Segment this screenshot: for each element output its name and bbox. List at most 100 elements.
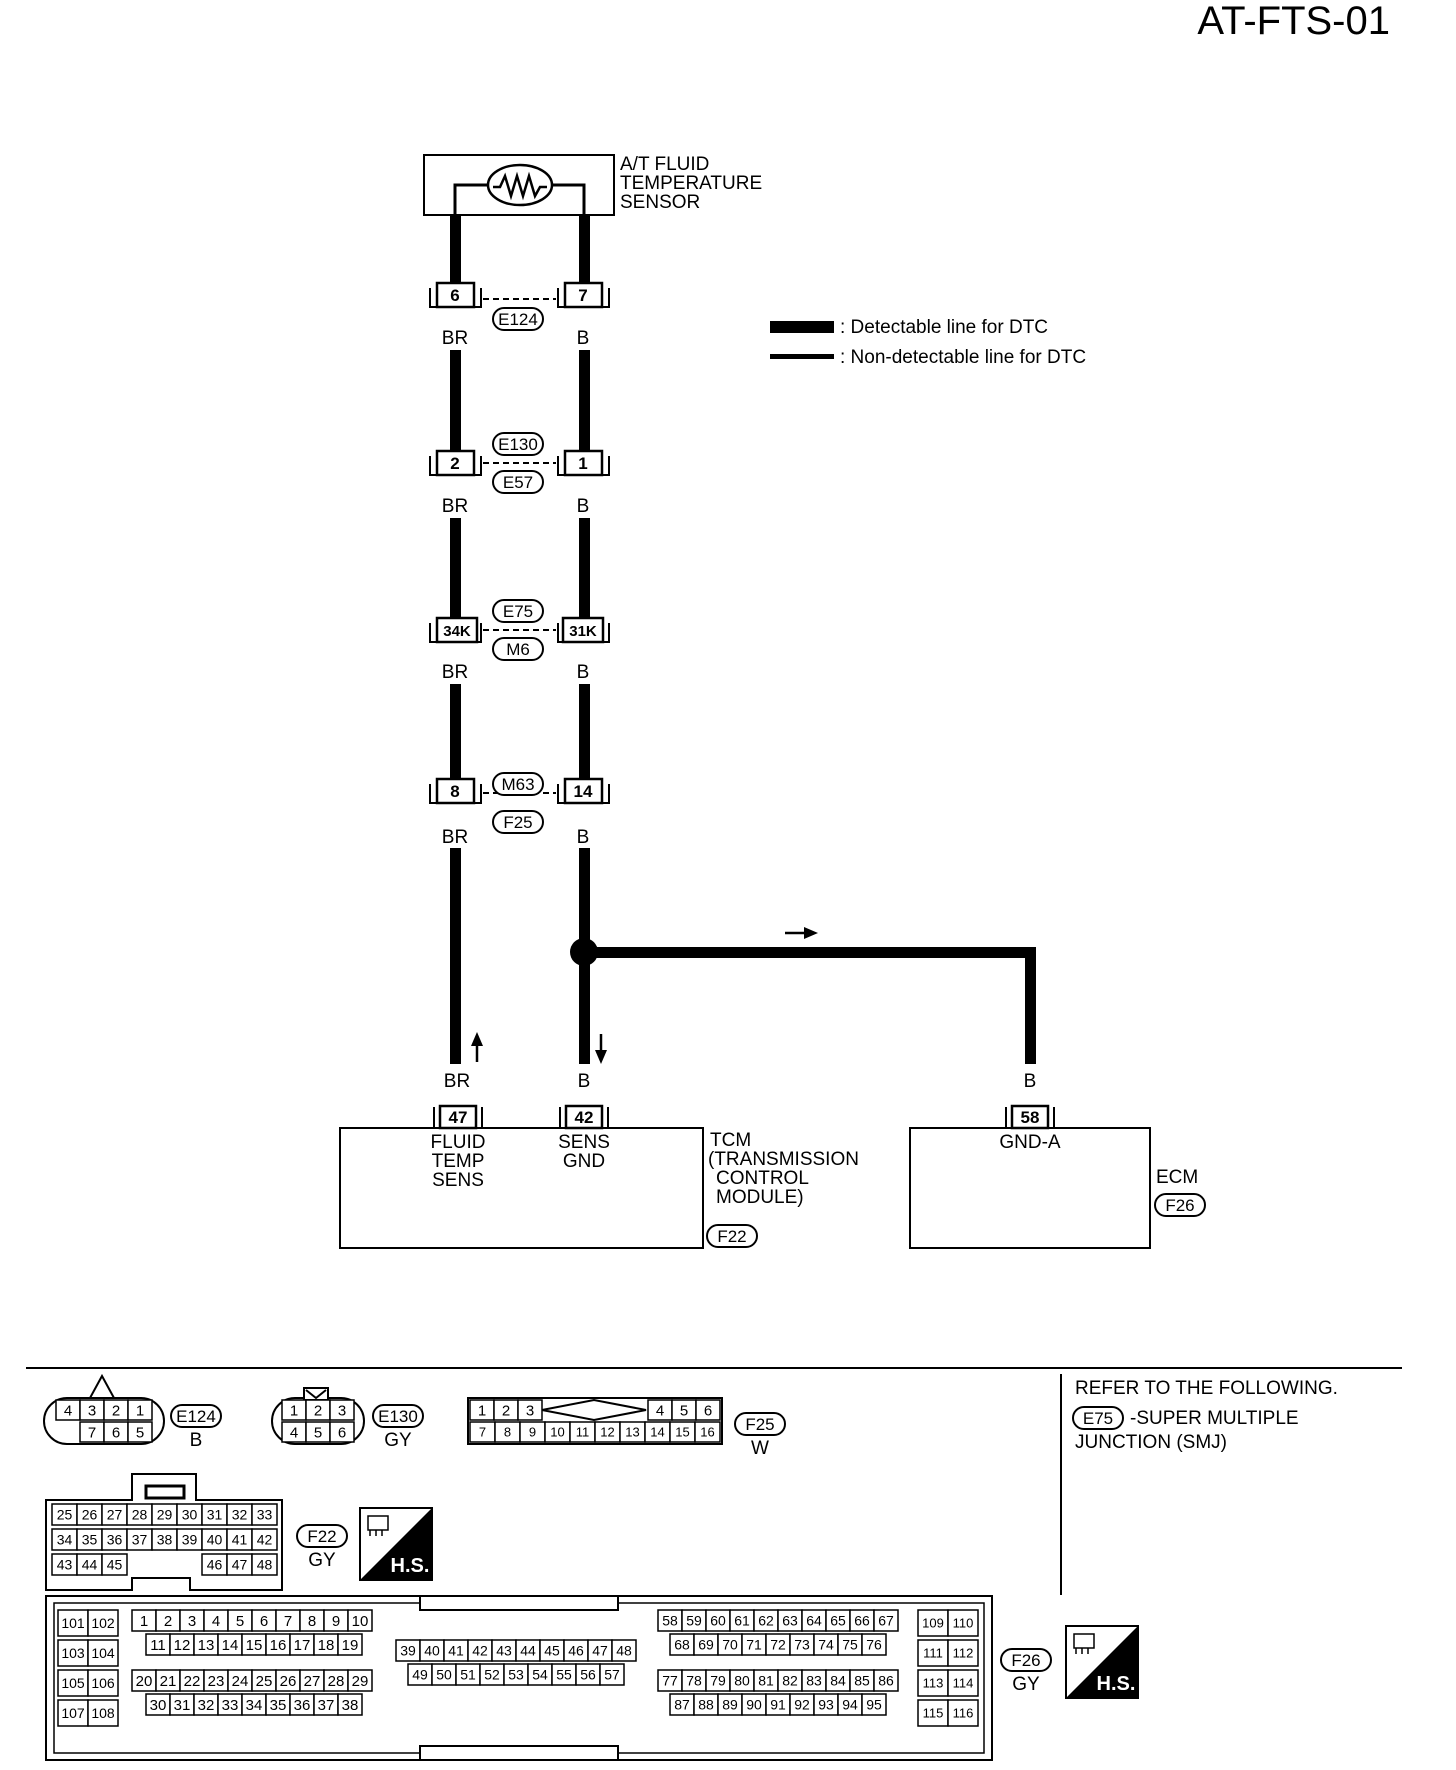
connector-oval [492, 637, 544, 661]
connector-oval [492, 772, 544, 796]
pin-number: 47 [592, 1643, 608, 1659]
wire-color-left: BR [442, 496, 468, 517]
pin-number: 2 [112, 1402, 120, 1419]
pin-number: 42 [472, 1643, 488, 1659]
connector-pin-right: 31K [569, 623, 597, 640]
pin-number: 91 [770, 1697, 786, 1713]
pin-number: 35 [270, 1697, 287, 1714]
pin-number: 6 [260, 1613, 268, 1630]
pin-number: 68 [674, 1637, 690, 1653]
connector-pin-right: 7 [578, 286, 587, 305]
pin-number: 112 [953, 1646, 974, 1661]
pin-number: 25 [57, 1507, 73, 1523]
pin-number: 42 [257, 1532, 273, 1548]
pin-number: 1 [136, 1402, 144, 1419]
pin-cell [329, 1399, 355, 1421]
pin-number: 95 [866, 1697, 882, 1713]
connector-oval [296, 1524, 348, 1548]
pin-number: 49 [412, 1667, 428, 1683]
wire-color-right: B [577, 496, 590, 517]
connector-oval [492, 432, 544, 456]
pin-number: 38 [157, 1532, 173, 1548]
pin-number: 25 [256, 1673, 273, 1690]
pin-cell [873, 1609, 899, 1632]
tcm-label-right-2: GND [563, 1151, 605, 1172]
pin-number: 33 [257, 1507, 273, 1523]
pin-number: 3 [526, 1402, 534, 1419]
pin-number: 18 [318, 1637, 335, 1654]
pin-number: 3 [188, 1613, 196, 1630]
pin-number: 43 [496, 1643, 512, 1659]
ecm-connector-id: F26 [1165, 1196, 1194, 1215]
pin-number: 14 [650, 1425, 664, 1440]
connector-pin-box [435, 281, 476, 309]
refer-line-3: JUNCTION (SMJ) [1075, 1432, 1227, 1453]
tcm-pin-right: 42 [575, 1108, 594, 1127]
connector-oval [170, 1404, 222, 1428]
pin-number: 16 [270, 1637, 287, 1654]
pin-number: 27 [304, 1673, 321, 1690]
pin-number: 36 [294, 1697, 311, 1714]
pin-number: 2 [164, 1613, 172, 1630]
connector-id: E124 [176, 1407, 216, 1426]
pin-number: 44 [520, 1643, 536, 1659]
connector-id: E130 [378, 1407, 418, 1426]
pin-number: 116 [953, 1706, 974, 1721]
pin-number: 38 [342, 1697, 359, 1714]
pin-number: 83 [806, 1673, 822, 1689]
connector-pin-box [435, 449, 476, 477]
pin-number: 35 [82, 1532, 98, 1548]
key-mark [305, 1389, 327, 1400]
pin-cell [873, 1669, 899, 1692]
wire-color-right: B [577, 328, 590, 349]
pin-number: 52 [484, 1667, 500, 1683]
pin-number: 57 [604, 1667, 620, 1683]
pin-number: 7 [479, 1425, 486, 1440]
connector-pin-box [563, 777, 604, 805]
pin-number: 7 [88, 1424, 96, 1441]
connector-oval [372, 1404, 424, 1428]
pin-number: 39 [182, 1532, 198, 1548]
connector-id: E57 [503, 473, 533, 492]
pin-number: 1 [290, 1402, 298, 1419]
connector-oval [1000, 1648, 1052, 1672]
pin-number: 104 [91, 1645, 115, 1661]
pin-number: 58 [662, 1613, 678, 1629]
pin-number: 32 [232, 1507, 248, 1523]
pin-cell [337, 1633, 363, 1656]
pin-number: 106 [91, 1675, 115, 1691]
pin-cell [251, 1553, 278, 1576]
legend: : Detectable line for DTC : Non-detectab… [770, 317, 1086, 368]
connector-id: E124 [498, 310, 538, 329]
pin-number: 109 [922, 1616, 944, 1631]
pin-number: 45 [544, 1643, 560, 1659]
key-bottom [419, 1745, 619, 1761]
connector-pin-left: 8 [450, 782, 459, 801]
tcm-name-line-1: TCM [710, 1130, 751, 1151]
pin-number: 29 [352, 1673, 369, 1690]
pin-number: 113 [923, 1676, 944, 1691]
pin-number: 26 [82, 1507, 98, 1523]
pin-number: 33 [222, 1697, 239, 1714]
connector-oval [492, 307, 544, 331]
connector-color: GY [1012, 1674, 1040, 1695]
pin-number: 31 [174, 1697, 191, 1714]
pin-number: 103 [61, 1645, 85, 1661]
pin-number: 75 [842, 1637, 858, 1653]
pin-number: 55 [556, 1667, 572, 1683]
refer-oval [1072, 1406, 1124, 1430]
pin-cell [947, 1609, 979, 1637]
pin-number: 9 [529, 1425, 536, 1440]
pin-cell [127, 1421, 153, 1443]
pin-number: 89 [722, 1697, 738, 1713]
key-diamond [541, 1398, 647, 1422]
pin-cell [611, 1639, 637, 1662]
refer-oval-id: E75 [1083, 1409, 1113, 1428]
pin-number: 108 [91, 1705, 115, 1721]
pin-number: 53 [508, 1667, 524, 1683]
pin-number: 1 [140, 1613, 148, 1630]
pin-number: 34 [246, 1697, 263, 1714]
pin-number: 26 [280, 1673, 297, 1690]
pin-number: 17 [294, 1637, 311, 1654]
